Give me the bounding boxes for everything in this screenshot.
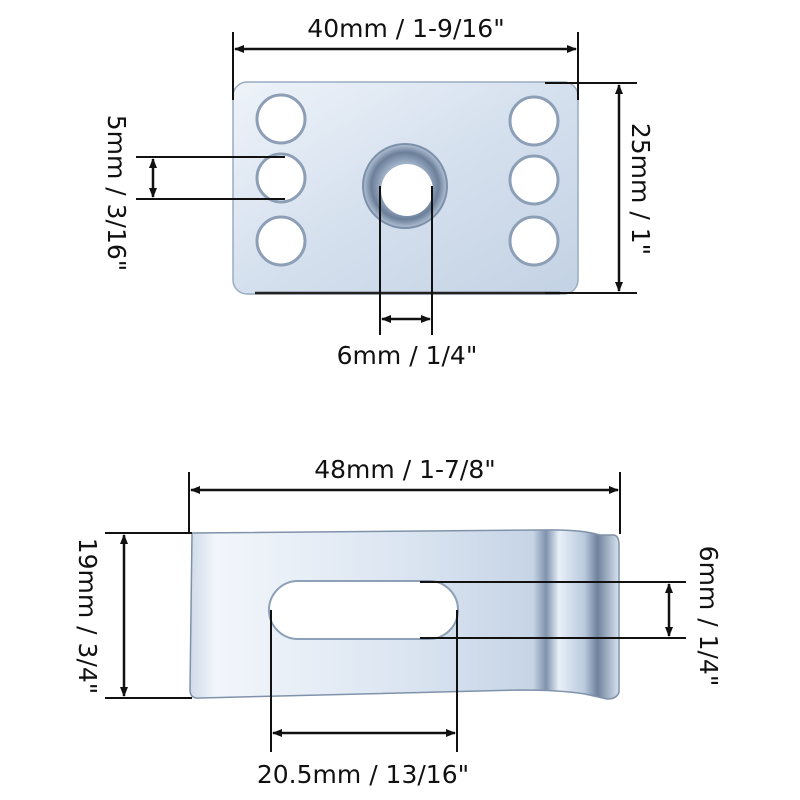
left-hole-column [255,93,307,267]
label-top-width: 40mm / 1-9/16" [307,14,504,43]
label-thread-diameter: 6mm / 1/4" [337,341,478,370]
label-hole-diameter: 5mm / 3/16" [102,115,131,272]
dimension-thread-diameter: 6mm / 1/4" [337,186,478,370]
bottom-bracket [189,529,620,700]
label-slot-length: 20.5mm / 13/16" [257,760,469,789]
threaded-insert [362,143,448,229]
dimension-hole-diameter: 5mm / 3/16" [102,115,285,272]
label-bottom-length: 48mm / 1-7/8" [314,455,496,484]
dimension-bottom-length: 48mm / 1-7/8" [188,455,621,534]
top-plate [232,81,579,295]
slot [268,580,459,640]
label-slot-width: 6mm / 1/4" [694,546,723,687]
dimension-bottom-height: 19mm / 3/4" [73,532,192,699]
dimension-top-height: 25mm / 1" [545,82,655,294]
dimension-slot-width: 6mm / 1/4" [420,546,723,687]
dimension-top-width: 40mm / 1-9/16" [232,14,579,100]
label-top-height: 25mm / 1" [626,123,655,255]
label-bottom-height: 19mm / 3/4" [73,538,102,695]
right-hole-column [508,95,560,267]
dimension-slot-length: 20.5mm / 13/16" [257,610,469,789]
